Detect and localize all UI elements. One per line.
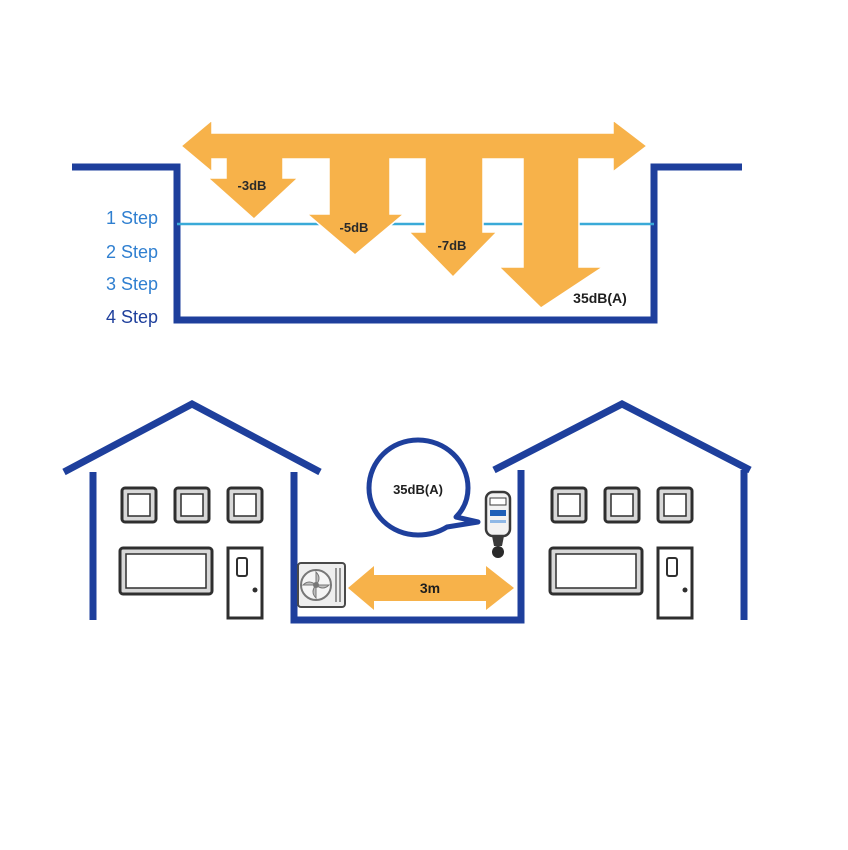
window-icon bbox=[180, 493, 204, 517]
house-outline-left bbox=[62, 400, 322, 476]
window-icon bbox=[610, 493, 634, 517]
wide-window-icon bbox=[555, 553, 637, 589]
speech-bubble-text: 35dB(A) bbox=[393, 482, 443, 497]
door-icon bbox=[656, 546, 694, 620]
speech-bubble bbox=[366, 437, 481, 538]
window-icon bbox=[127, 493, 151, 517]
noise-arrow-shape bbox=[179, 118, 649, 309]
window-icon bbox=[233, 493, 257, 517]
reduction-label-3db: -3dB bbox=[238, 178, 267, 193]
distance-label: 3m bbox=[420, 580, 440, 596]
left-house-windows bbox=[118, 486, 264, 596]
door-icon bbox=[226, 546, 264, 620]
step-label-4: 4 Step bbox=[106, 307, 158, 327]
noise-step-diagram: -3dB -5dB -7dB 35dB(A) 1 Step 2 Step 3 S… bbox=[72, 118, 742, 327]
step-label-2: 2 Step bbox=[106, 242, 158, 262]
right-house-windows bbox=[548, 486, 694, 596]
reduction-label-7db: -7dB bbox=[438, 238, 467, 253]
houses-scene: 3m 35dB(A) bbox=[62, 400, 752, 624]
wide-window-icon bbox=[125, 553, 207, 589]
noise-basin-outline bbox=[72, 163, 742, 324]
window-icon bbox=[557, 493, 581, 517]
distance-arrow bbox=[348, 566, 514, 610]
final-level-label: 35dB(A) bbox=[573, 290, 627, 306]
house-outline-right bbox=[492, 400, 752, 474]
step-label-1: 1 Step bbox=[106, 208, 158, 228]
step-label-3: 3 Step bbox=[106, 274, 158, 294]
outdoor-unit-icon bbox=[297, 562, 346, 608]
reduction-label-5db: -5dB bbox=[340, 220, 369, 235]
window-icon bbox=[663, 493, 687, 517]
sound-meter-icon bbox=[484, 490, 512, 558]
house-walls-and-ground bbox=[89, 470, 748, 624]
